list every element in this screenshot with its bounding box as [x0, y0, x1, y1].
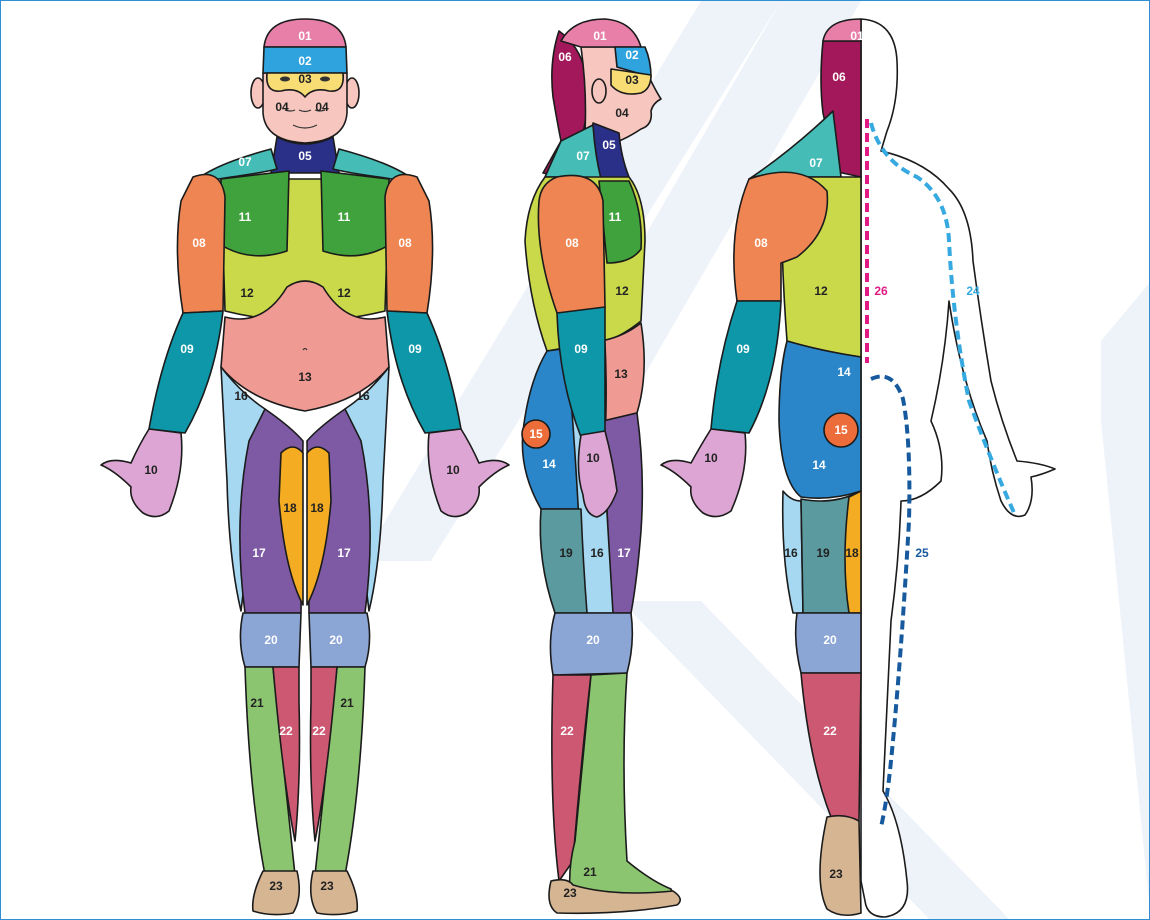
back-label-18: 18 — [845, 546, 859, 560]
side-label-17: 17 — [617, 546, 631, 560]
side-label-01: 01 — [593, 29, 607, 43]
front-figure: 01 02 03 04 04 05 07 08 08 09 09 10 10 1… — [101, 19, 509, 915]
side-label-08: 08 — [565, 236, 579, 250]
back-label-10: 10 — [704, 451, 718, 465]
back-label-08: 08 — [754, 236, 768, 250]
side-label-15: 15 — [529, 427, 543, 441]
side-label-14: 14 — [542, 457, 556, 471]
side-label-12: 12 — [615, 284, 629, 298]
front-label-03: 03 — [298, 72, 312, 86]
front-region-09-left — [149, 311, 223, 433]
back-label-06: 06 — [832, 70, 846, 84]
back-label-14-lower: 14 — [812, 458, 826, 472]
front-label-09-right: 09 — [408, 342, 422, 356]
front-label-20-left: 20 — [264, 633, 278, 647]
front-label-13: 13 — [298, 370, 312, 384]
side-label-05: 05 — [602, 138, 616, 152]
side-label-20: 20 — [586, 633, 600, 647]
front-label-17-left: 17 — [252, 546, 266, 560]
side-label-19: 19 — [559, 546, 573, 560]
front-label-16-right: 16 — [356, 389, 370, 403]
side-region-19 — [540, 509, 587, 613]
front-label-07: 07 — [238, 155, 252, 169]
front-label-08-right: 08 — [398, 236, 412, 250]
front-region-11-left — [221, 171, 289, 256]
front-label-05: 05 — [298, 149, 312, 163]
background-watermark — [361, 1, 1150, 920]
front-label-12-right: 12 — [337, 286, 351, 300]
back-label-19: 19 — [816, 546, 830, 560]
front-label-11-left: 11 — [239, 210, 252, 224]
back-label-22: 22 — [823, 724, 837, 738]
side-label-10: 10 — [586, 451, 600, 465]
side-ear — [592, 79, 606, 103]
front-label-17-right: 17 — [337, 546, 351, 560]
side-label-16: 16 — [590, 546, 604, 560]
back-region-09 — [711, 301, 781, 433]
front-label-22-left: 22 — [279, 724, 293, 738]
back-label-23: 23 — [829, 867, 843, 881]
back-label-16: 16 — [784, 546, 798, 560]
front-eye-left — [280, 77, 290, 82]
front-region-09-right — [387, 311, 461, 433]
front-label-18-left: 18 — [283, 501, 297, 515]
side-label-21: 21 — [583, 865, 597, 879]
back-region-10 — [661, 429, 746, 517]
front-label-04-left: 04 — [275, 100, 289, 114]
front-label-22-right: 22 — [312, 724, 326, 738]
back-label-25: 25 — [915, 546, 929, 560]
front-label-12-left: 12 — [240, 286, 254, 300]
front-label-10-left: 10 — [144, 463, 158, 477]
front-label-01: 01 — [298, 29, 312, 43]
front-label-21-right: 21 — [340, 696, 354, 710]
side-label-11: 11 — [609, 210, 622, 224]
side-label-02: 02 — [625, 48, 639, 62]
front-region-10-left — [101, 429, 182, 517]
front-region-11-right — [321, 171, 389, 256]
back-label-01: 01 — [850, 29, 864, 43]
back-label-26: 26 — [874, 284, 888, 298]
front-label-11-right: 11 — [338, 210, 351, 224]
front-label-08-left: 08 — [192, 236, 206, 250]
side-label-04: 04 — [615, 106, 629, 120]
front-label-21-left: 21 — [250, 696, 264, 710]
front-label-10-right: 10 — [446, 463, 460, 477]
front-label-09-left: 09 — [180, 342, 194, 356]
back-label-20: 20 — [823, 633, 837, 647]
side-label-07: 07 — [576, 149, 590, 163]
side-label-06: 06 — [558, 50, 572, 64]
back-label-24: 24 — [966, 284, 980, 298]
back-label-14-upper: 14 — [837, 365, 851, 379]
side-label-03: 03 — [625, 73, 639, 87]
side-label-23: 23 — [563, 886, 577, 900]
side-label-22: 22 — [560, 724, 574, 738]
back-label-12: 12 — [814, 284, 828, 298]
back-label-07: 07 — [809, 156, 823, 170]
back-label-15: 15 — [834, 423, 848, 437]
front-label-23-left: 23 — [269, 879, 283, 893]
back-label-09: 09 — [736, 342, 750, 356]
front-label-04-right: 04 — [315, 100, 329, 114]
back-region-23 — [820, 816, 861, 916]
front-label-18-right: 18 — [310, 501, 324, 515]
front-label-20-right: 20 — [329, 633, 343, 647]
side-label-13: 13 — [614, 367, 628, 381]
front-eye-right — [320, 77, 330, 82]
side-label-09: 09 — [574, 342, 588, 356]
front-label-02: 02 — [298, 54, 312, 68]
front-label-16-left: 16 — [234, 389, 248, 403]
front-region-23-right — [311, 871, 358, 915]
front-label-23-right: 23 — [320, 879, 334, 893]
